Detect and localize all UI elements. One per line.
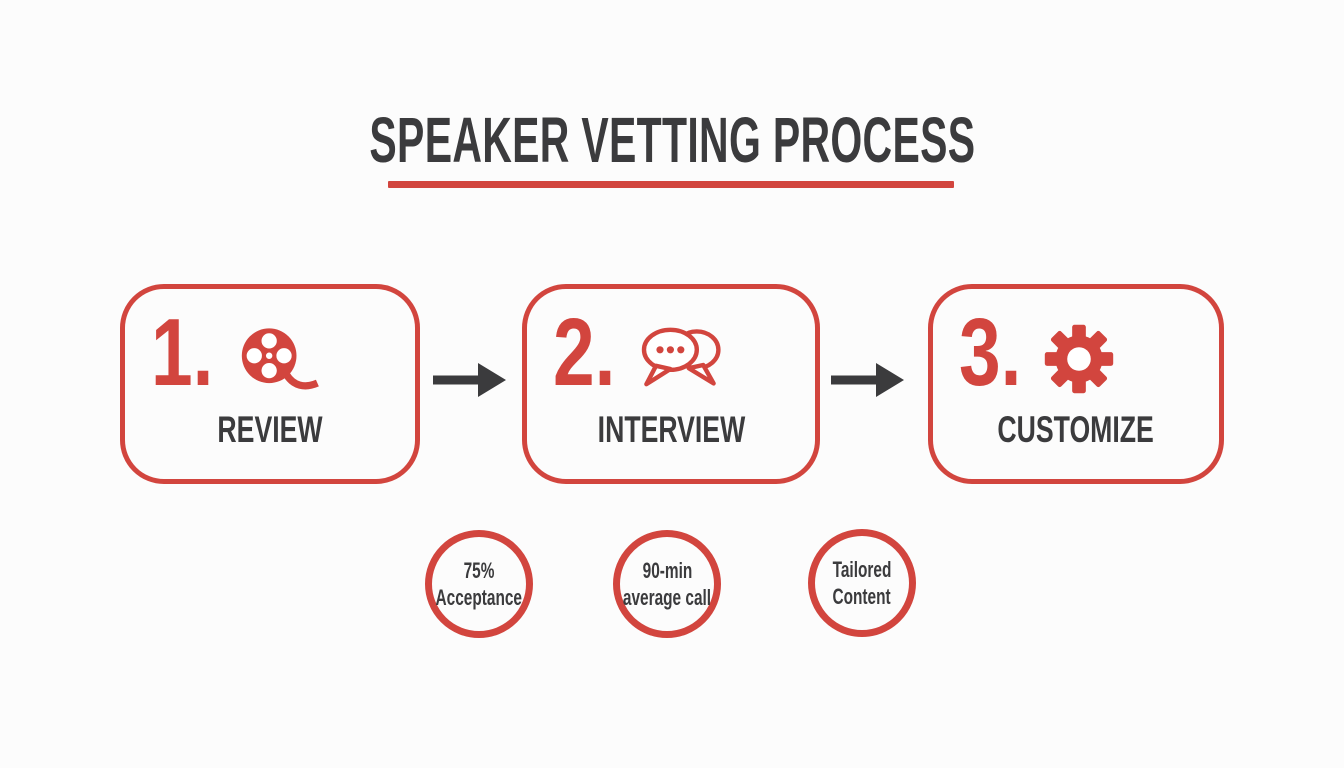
- arrow-right-icon: [831, 361, 905, 399]
- title-underline: [388, 181, 954, 188]
- stat-value: 75%: [463, 558, 495, 583]
- stat-label: Acceptance: [435, 585, 523, 610]
- chat-bubbles-icon: [639, 321, 729, 401]
- step-number-3: 3.: [959, 299, 1022, 406]
- stat-label: Content: [832, 584, 892, 609]
- gear-icon: [1041, 321, 1117, 397]
- stat-label: average call: [622, 585, 712, 610]
- step-number-1: 1.: [151, 299, 214, 406]
- step-box-interview: 2. INTERVIEW: [522, 284, 820, 484]
- arrow-right-icon: [433, 361, 507, 399]
- page-title-text: SPEAKER VETTING PROCESS: [369, 104, 975, 176]
- stat-circle-acceptance: 75% Acceptance: [425, 530, 533, 638]
- stat-value: 90-min: [642, 558, 692, 583]
- step-number-2: 2.: [553, 299, 616, 406]
- step-box-customize: 3. CUSTOMIZE: [928, 284, 1224, 484]
- stat-value: Tailored: [832, 557, 892, 582]
- stat-circle-average-call: 90-min average call: [613, 530, 721, 638]
- film-reel-icon: [237, 323, 319, 403]
- stat-circle-tailored-content: Tailored Content: [808, 529, 916, 637]
- page-title: SPEAKER VETTING PROCESS: [0, 108, 1344, 172]
- step-label-interview: INTERVIEW: [597, 409, 745, 450]
- step-box-review: 1. REVIEW: [120, 284, 420, 484]
- step-label-customize: CUSTOMIZE: [997, 409, 1155, 450]
- step-label-review: REVIEW: [217, 409, 323, 450]
